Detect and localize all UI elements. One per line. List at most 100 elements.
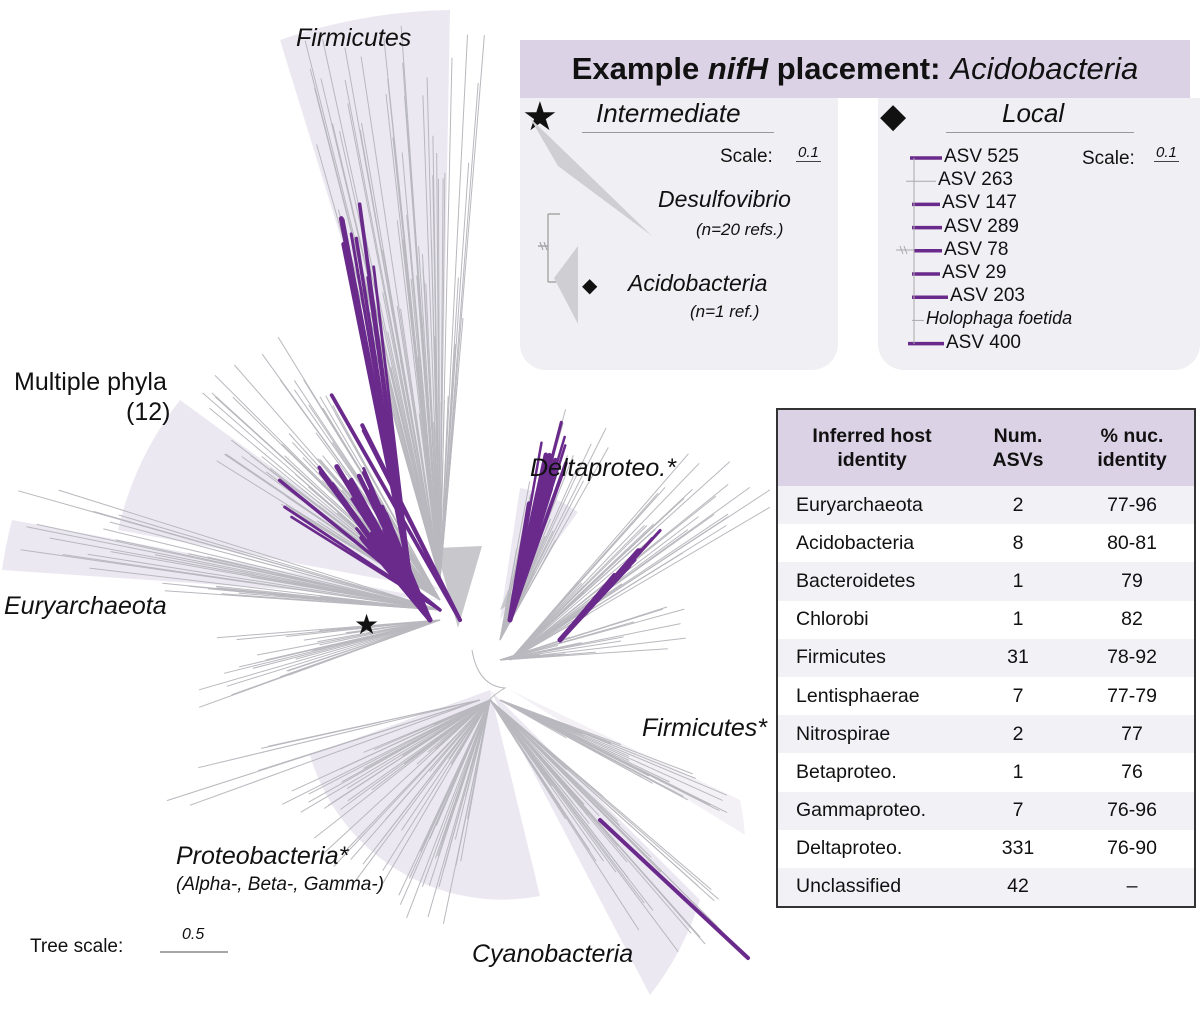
tree-branch: [489, 699, 692, 934]
tree-branch: [268, 699, 481, 747]
tree-branch: [392, 334, 441, 581]
clade-label-cyanobacteria: Cyanobacteria: [472, 940, 634, 968]
tree-branch: [313, 699, 491, 839]
local-scale-value: 0.1: [1154, 144, 1179, 162]
tree-branch: [379, 699, 491, 889]
local-leaf-label: Holophaga foetida: [926, 308, 1073, 329]
tree-branch: [509, 543, 647, 661]
intermediate-heading: Intermediate: [596, 98, 741, 128]
tree-branch: [166, 699, 481, 802]
highlighted-branch: [557, 560, 631, 643]
local-leaf-label: ASV 263: [938, 169, 1013, 191]
tree-branch: [499, 653, 541, 661]
tree-branch: [439, 277, 459, 581]
tree-branch: [198, 619, 441, 691]
highlighted-branch: [317, 465, 432, 622]
host-identity-table: Inferred host identity Num. ASVs % nuc. …: [776, 408, 1196, 909]
clade2-name: Acidobacteria: [628, 270, 768, 296]
tree-branch: [406, 699, 491, 919]
tree-branch: [308, 699, 491, 795]
highlighted-branch: [507, 457, 558, 623]
tree-branch: [109, 521, 441, 611]
clade1-name: Desulfovibrio: [658, 186, 791, 212]
title-prefix: Example: [571, 51, 700, 86]
host-identity-cell: Chlorobi: [777, 600, 966, 639]
tree-branch: [198, 699, 481, 769]
nuc-identity-cell: –: [1070, 867, 1195, 908]
tree-branch: [162, 582, 441, 611]
clade-label-euryarchaeota: Euryarchaeota: [4, 592, 167, 620]
host-identity-cell: Euryarchaeota: [777, 486, 966, 525]
local-branches: [896, 156, 948, 346]
tree-branch: [89, 567, 441, 611]
local-leaf-label: ASV 289: [944, 215, 1019, 237]
tree-branch: [450, 699, 491, 765]
tree-branch: [509, 506, 770, 661]
nuc-identity-cell: 78-92: [1070, 638, 1195, 677]
tree-branch: [261, 353, 441, 601]
nuc-identity-cell: 76-96: [1070, 791, 1195, 830]
intermediate-scale-value: 0.1: [796, 144, 821, 162]
tree-branch: [49, 537, 441, 611]
num-asvs-cell: 7: [966, 676, 1070, 716]
tree-branch: [250, 576, 441, 611]
tree-branch: [401, 152, 441, 581]
num-asvs-cell: 8: [966, 524, 1070, 563]
tree-branch: [287, 619, 441, 672]
num-asvs-cell: 1: [966, 600, 1070, 639]
tree-branch: [489, 699, 654, 911]
nuc-identity-cell: 77-79: [1070, 676, 1195, 716]
clade-label-proteobacteria-sub: (Alpha-, Beta-, Gamma-): [176, 874, 384, 895]
title-taxon: Acidobacteria: [950, 51, 1139, 86]
tree-branch: [509, 487, 666, 661]
clade1-count: (n=20 refs.): [696, 220, 784, 239]
tree-branch: [400, 25, 441, 581]
local-leaf-label: ASV 400: [946, 331, 1021, 353]
tree-branch: [439, 57, 453, 581]
nuc-identity-cell: 82: [1070, 600, 1195, 639]
intermediate-scale-label: Scale:: [720, 146, 773, 167]
tree-branch: [489, 699, 591, 851]
center-hub: [471, 649, 507, 719]
tree-branch: [188, 553, 441, 611]
clade-label-multiple-phyla: Multiple phyla: [14, 368, 167, 396]
host-identity-cell: Acidobacteria: [777, 524, 966, 563]
tree-branch: [509, 497, 685, 661]
tree-branch: [509, 525, 727, 661]
highlighted-branch: [341, 241, 413, 578]
tree-branch: [469, 699, 491, 769]
tree-branch: [454, 699, 491, 840]
tree-branch: [26, 526, 441, 611]
tree-branch: [321, 699, 491, 856]
local-tree: [896, 156, 948, 346]
nuc-identity-cell: 76: [1070, 753, 1195, 792]
wedge-multiple-phyla: [118, 400, 440, 590]
tree-branch: [509, 461, 731, 661]
tree-branch: [499, 427, 607, 641]
tree-branch: [199, 619, 441, 708]
local-backbone: [896, 158, 915, 344]
highlighted-branch: [329, 393, 462, 622]
local-scale-label: Scale:: [1082, 148, 1135, 169]
tree-branch: [410, 699, 491, 760]
tree-branch: [499, 481, 531, 641]
table-header-row: Inferred host identity Num. ASVs % nuc. …: [777, 409, 1195, 486]
tree-branch: [226, 619, 441, 687]
tree-branch: [437, 178, 441, 581]
tree-branch: [390, 306, 441, 581]
tree-branch: [439, 178, 444, 581]
num-asvs-cell: 331: [966, 829, 1070, 868]
tree-branch: [362, 699, 491, 865]
host-identity-cell: Unclassified: [777, 867, 966, 908]
tree-branch: [416, 699, 491, 765]
tree-branch: [87, 553, 441, 611]
tree-branch: [454, 699, 491, 752]
heading-rule: [946, 132, 1134, 133]
tree-branch: [489, 699, 715, 902]
